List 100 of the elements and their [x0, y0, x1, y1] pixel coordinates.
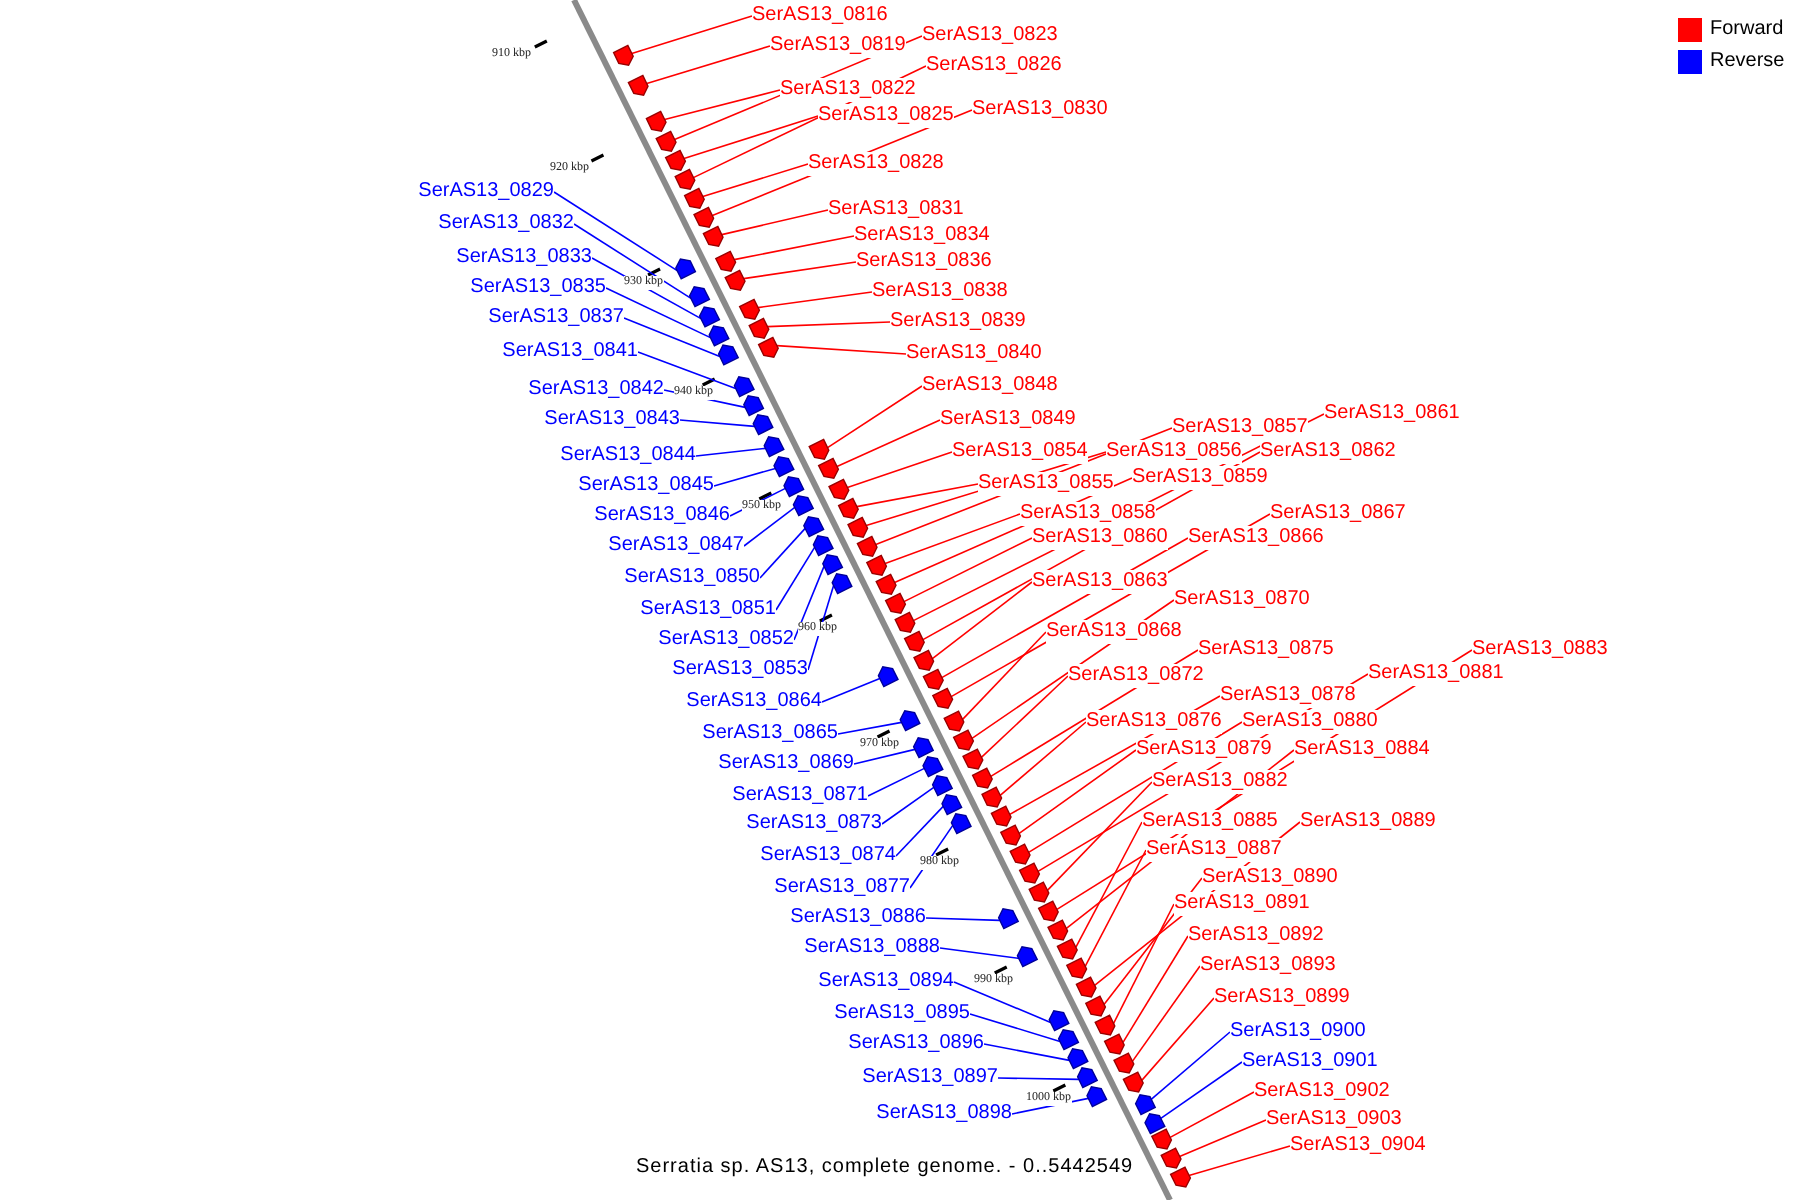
leader-line: [837, 721, 903, 735]
gene-label: SerAS13_0860: [1032, 526, 1168, 550]
gene-symbol: [698, 306, 721, 328]
gene-label: SerAS13_0830: [972, 98, 1108, 122]
gene-symbol: [1150, 1128, 1173, 1150]
gene-symbol: [1169, 1166, 1192, 1188]
gene-symbol: [981, 786, 1003, 808]
gene-symbol: [894, 611, 916, 633]
leader-line: [867, 767, 926, 797]
gene-symbol: [1047, 919, 1069, 941]
gene-symbol: [941, 794, 963, 816]
gene-symbol: [1065, 957, 1088, 979]
gene-label: SerAS13_0885: [1142, 810, 1278, 834]
leader-line: [679, 419, 756, 428]
gene-symbol: [612, 44, 634, 66]
gene-symbol: [708, 325, 730, 347]
gene-label: SerAS13_0825: [818, 104, 954, 128]
leader-line: [695, 447, 767, 457]
gene-symbol: [674, 168, 696, 190]
leader-line: [836, 419, 941, 468]
gene-label: SerAS13_0898: [876, 1102, 1012, 1126]
gene-label: SerAS13_0874: [760, 844, 896, 868]
gene-symbol: [943, 710, 965, 732]
gene-symbol: [971, 767, 993, 789]
gene-label: SerAS13_0841: [502, 340, 638, 364]
gene-label: SerAS13_0887: [1146, 838, 1282, 862]
gene-label: SerAS13_0819: [770, 34, 906, 58]
gene-label: SerAS13_0873: [746, 812, 882, 836]
gene-label: SerAS13_0851: [640, 598, 776, 622]
gene-symbol: [865, 554, 888, 576]
gene-label: SerAS13_0876: [1086, 710, 1222, 734]
gene-label: SerAS13_0850: [624, 566, 760, 590]
leader-line: [766, 321, 891, 328]
gene-label: SerAS13_0880: [1242, 710, 1378, 734]
leader-line: [623, 317, 721, 358]
gene-symbol: [1134, 1094, 1157, 1116]
gene-symbol: [999, 824, 1022, 846]
gene-symbol: [922, 668, 944, 690]
gene-symbol: [831, 573, 853, 595]
gene-symbol: [702, 225, 724, 247]
gene-symbol: [1018, 862, 1041, 884]
leader-line: [884, 513, 1021, 565]
gene-label: SerAS13_0839: [890, 310, 1026, 334]
gene-symbol: [847, 516, 869, 538]
leader-line: [663, 89, 781, 121]
gene-label: SerAS13_0844: [560, 444, 696, 468]
gene-label: SerAS13_0866: [1188, 526, 1324, 550]
leader-line: [775, 546, 816, 611]
gene-symbol: [837, 497, 859, 519]
leader-line: [1075, 821, 1143, 949]
leader-line: [1188, 1145, 1291, 1177]
gene-label: SerAS13_0838: [872, 280, 1008, 304]
gene-label: SerAS13_0869: [718, 752, 854, 776]
gene-label: SerAS13_0833: [456, 246, 592, 270]
gene-label: SerAS13_0854: [952, 440, 1088, 464]
gene-symbol: [1016, 946, 1039, 968]
gene-symbol: [1103, 1033, 1125, 1055]
gene-symbol: [1086, 1086, 1108, 1108]
gene-symbol: [997, 908, 1020, 930]
gene-label: SerAS13_0855: [978, 472, 1114, 496]
gene-label: SerAS13_0878: [1220, 684, 1356, 708]
leader-line: [1018, 749, 1137, 835]
gene-label: SerAS13_0881: [1368, 662, 1504, 686]
gene-label: SerAS13_0826: [926, 54, 1062, 78]
gene-symbol: [808, 438, 830, 460]
gene-label: SerAS13_0899: [1214, 986, 1350, 1010]
gene-label: SerAS13_0870: [1174, 588, 1310, 612]
leader-line: [925, 917, 1001, 922]
gene-label: SerAS13_0864: [686, 690, 822, 714]
gene-label: SerAS13_0892: [1188, 924, 1324, 948]
gene-symbol: [792, 495, 815, 517]
gene-label: SerAS13_0836: [856, 250, 992, 274]
leader-line: [846, 451, 953, 489]
gene-label: SerAS13_0865: [702, 722, 838, 746]
leader-line: [721, 209, 829, 236]
gene-symbol: [738, 298, 761, 320]
gene-label: SerAS13_0862: [1260, 440, 1396, 464]
gene-symbol: [655, 130, 677, 152]
gene-label: SerAS13_0893: [1200, 954, 1336, 978]
gene-label: SerAS13_0856: [1106, 440, 1242, 464]
leader-line: [605, 287, 712, 339]
leader-line: [807, 584, 835, 671]
gene-label: SerAS13_0837: [488, 306, 624, 330]
gene-symbol: [1076, 1067, 1099, 1089]
gene-label: SerAS13_0903: [1266, 1108, 1402, 1132]
gene-label: SerAS13_0863: [1032, 570, 1168, 594]
gene-label: SerAS13_0846: [594, 504, 730, 528]
leader-line: [1178, 1119, 1267, 1158]
gene-symbol: [645, 110, 667, 132]
gene-symbol: [783, 476, 805, 498]
leader-line: [1046, 781, 1153, 892]
gene-label: SerAS13_0883: [1472, 638, 1608, 662]
gene-label: SerAS13_0894: [818, 970, 954, 994]
gene-label: SerAS13_0835: [470, 276, 606, 300]
gene-symbol: [903, 630, 925, 652]
leader-line: [939, 947, 1020, 960]
leader-line: [821, 677, 881, 703]
leader-line: [646, 45, 771, 85]
leader-line: [1131, 965, 1201, 1063]
gene-label: SerAS13_0896: [848, 1032, 984, 1056]
